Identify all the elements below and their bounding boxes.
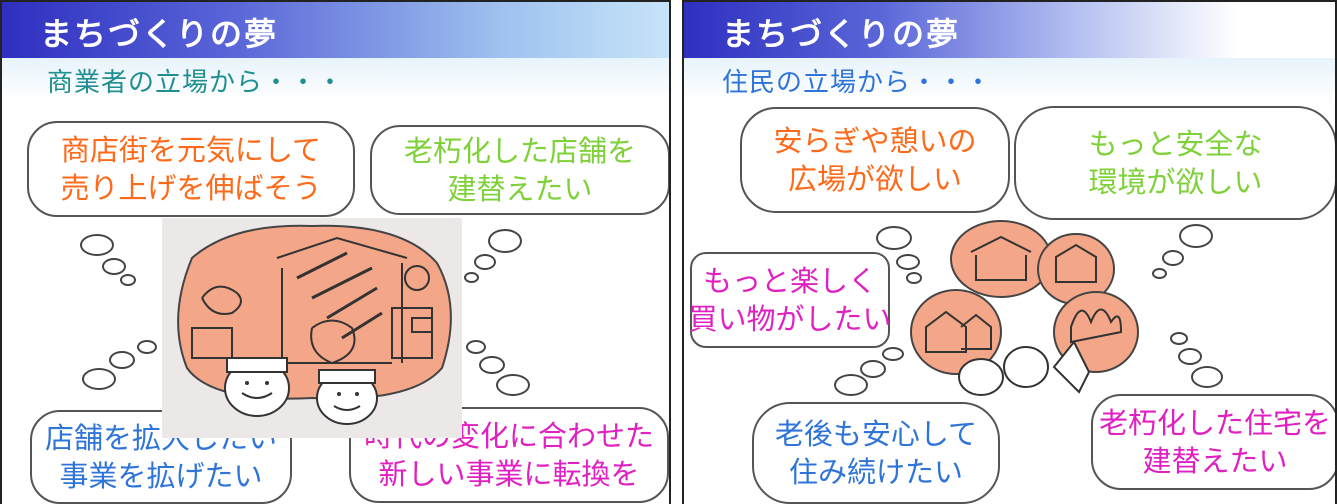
thought-ring (906, 272, 922, 284)
panel-subtitle: 商業者の立場から・・・ (47, 68, 345, 98)
panel-title: まちづくりの夢 (722, 15, 961, 53)
thought-ring (860, 360, 886, 378)
bubble-line: 広場が欲しい (787, 162, 962, 196)
thought-ring (896, 254, 920, 270)
thought-ring (109, 351, 135, 369)
bubble-line: 商店街を元気にして (60, 133, 322, 167)
bubble-line: 老後も安心して (774, 417, 978, 451)
wish-bubble-change-business: 時代の変化に合わせた 新しい事業に転換を (349, 407, 669, 503)
subtitle-bar: 住民の立場から・・・ (684, 58, 1335, 100)
thought-ring (120, 274, 136, 286)
bubble-line: 住み続けたい (788, 455, 963, 489)
thought-ring (474, 254, 496, 270)
thought-ring (1170, 332, 1188, 345)
residents-illustration (910, 220, 1139, 396)
bubble-line: 建替えたい (447, 172, 593, 206)
bubble-line: 新しい事業に転換を (378, 457, 640, 491)
bubble-line: 建替えたい (1142, 444, 1288, 478)
title-bar: まちづくりの夢 (684, 2, 1335, 58)
bubble-line: 老朽化した店舗を (403, 134, 636, 168)
thought-ring (82, 368, 116, 390)
thought-ring (834, 374, 868, 396)
thought-ring (1178, 348, 1202, 365)
thought-ring (464, 272, 479, 283)
thought-ring (466, 340, 486, 354)
thought-ring (1191, 366, 1223, 388)
wish-bubble-plaza: 安らぎや憩いの 広場が欲しい (740, 107, 1010, 213)
shopping-street-illustration (162, 218, 462, 438)
thought-ring (1162, 250, 1184, 266)
wish-bubble-revitalize-shopping-street: 商店街を元気にして 売り上げを伸ばそう (27, 121, 355, 217)
thought-ring (1179, 224, 1213, 248)
thought-ring (80, 234, 114, 256)
bubble-line: 事業を拡げたい (59, 459, 263, 493)
thought-ring (1152, 268, 1167, 279)
wish-bubble-rebuild-house: 老朽化した住宅を 建替えたい (1091, 394, 1335, 490)
panel-title: まちづくりの夢 (40, 15, 279, 53)
thought-ring (102, 258, 126, 275)
bubble-line: 環境が欲しい (1088, 165, 1263, 199)
bubble-line: もっと楽しく (702, 264, 877, 298)
title-bar: まちづくりの夢 (2, 2, 669, 58)
thought-ring (876, 226, 912, 250)
bubble-line: 老朽化した住宅を (1098, 406, 1331, 440)
subtitle-bar: 商業者の立場から・・・ (2, 58, 669, 100)
resident-panel: まちづくりの夢 住民の立場から・・・ 安らぎや憩いの 広場が欲しい もっと安全な… (682, 0, 1337, 504)
bubble-line: 買い物がしたい (688, 302, 892, 336)
thought-ring (496, 374, 530, 396)
bubble-line: 売り上げを伸ばそう (60, 171, 322, 205)
wish-bubble-fun-shopping: もっと楽しく 買い物がしたい (688, 252, 892, 348)
merchant-panel: まちづくりの夢 商業者の立場から・・・ 商店街を元気にして 売り上げを伸ばそう … (0, 0, 671, 504)
wish-bubble-live-safely: 老後も安心して 住み続けたい (752, 402, 1000, 504)
wish-bubble-safer-environment: もっと安全な 環境が欲しい (1014, 106, 1335, 220)
thought-ring (137, 340, 157, 354)
panel-subtitle: 住民の立場から・・・ (722, 68, 993, 98)
thought-ring (479, 356, 505, 374)
bubble-line: 安らぎや憩いの (773, 124, 977, 158)
thought-ring (488, 229, 522, 253)
wish-bubble-rebuild-store: 老朽化した店舗を 建替えたい (370, 125, 669, 215)
thought-ring (882, 347, 904, 361)
bubble-line: もっと安全な (1088, 127, 1263, 161)
